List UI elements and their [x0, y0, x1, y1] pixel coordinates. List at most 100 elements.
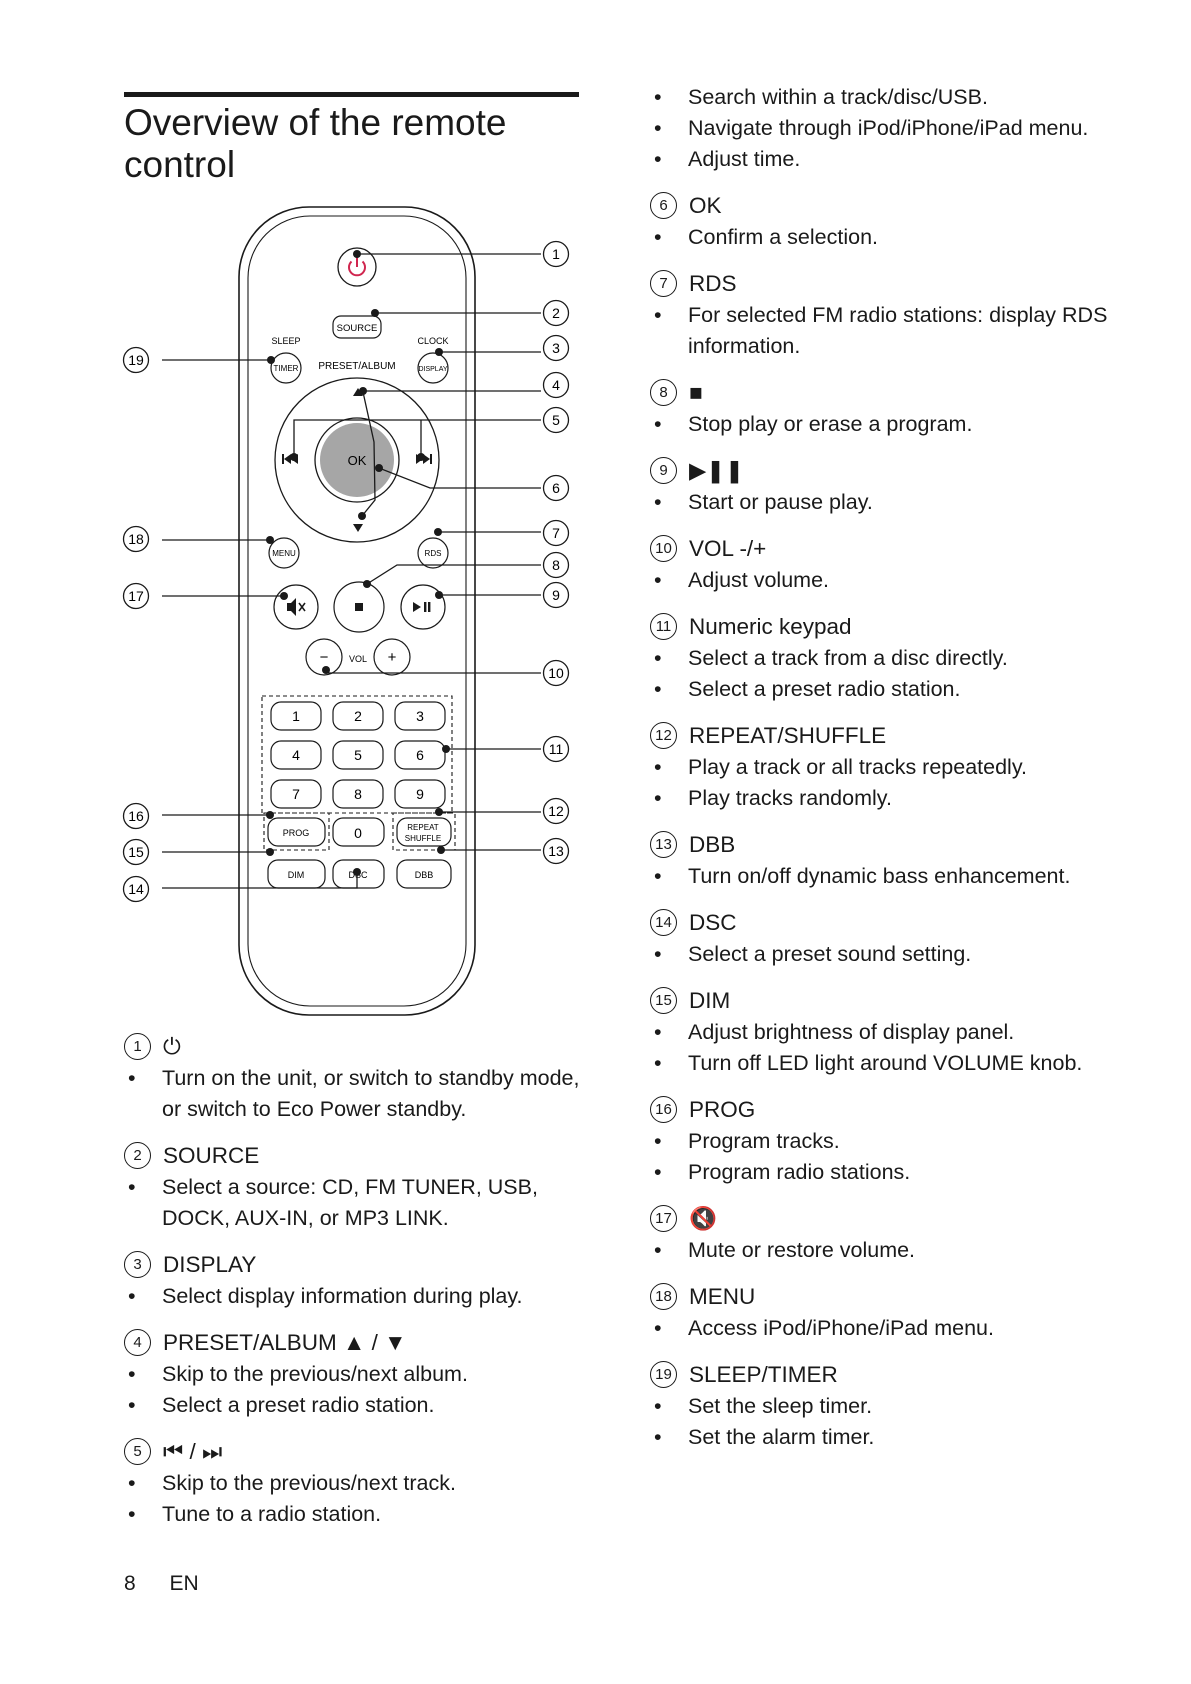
bullet-list: Adjust brightness of display panel.Turn … [650, 1017, 1120, 1079]
bullet-item: For selected FM radio stations: display … [650, 300, 1120, 362]
item-label: SLEEP/TIMER [689, 1362, 838, 1387]
bullet-list: Skip to the previous/next album.Select a… [124, 1359, 594, 1421]
sleep-label: SLEEP [271, 336, 300, 346]
key-5-button[interactable]: 5 [332, 740, 384, 770]
bullet-list: Program tracks.Program radio stations. [650, 1126, 1120, 1188]
dbb-button[interactable]: DBB [396, 859, 452, 889]
rds-button[interactable]: RDS [417, 537, 449, 569]
key-4-button[interactable]: 4 [270, 740, 322, 770]
item-label: OK [689, 193, 722, 218]
svg-text:8: 8 [552, 557, 560, 573]
bullet-item: Turn off LED light around VOLUME knob. [650, 1048, 1120, 1079]
callout-number: 12 [650, 722, 677, 749]
item-17: 17🔇Mute or restore volume. [650, 1202, 1120, 1266]
svg-text:TIMER: TIMER [274, 364, 299, 373]
bullet-item: Select display information during play. [124, 1281, 594, 1312]
vol-label: VOL [349, 654, 367, 664]
item-12: 12 REPEAT/SHUFFLE Play a track or all trac… [650, 719, 1120, 814]
key-6-button[interactable]: 6 [394, 740, 446, 770]
source-button[interactable]: SOURCE [332, 315, 382, 339]
svg-text:1: 1 [292, 708, 300, 724]
svg-text:RDS: RDS [425, 549, 442, 558]
leader-dot [435, 591, 443, 599]
key-2-button[interactable]: 2 [332, 701, 384, 731]
svg-text:DIM: DIM [288, 870, 305, 880]
item-label: ▶❚❚ [689, 458, 745, 483]
menu-button[interactable]: MENU [268, 537, 300, 569]
leader-dot [358, 512, 366, 520]
callout-number: 8 [650, 379, 677, 406]
bullet-item: Navigate through iPod/iPhone/iPad menu. [650, 113, 1120, 144]
bullet-list: Play a track or all tracks repeatedly.Pl… [650, 752, 1120, 814]
clock-label: CLOCK [417, 336, 448, 346]
item-label: DSC [689, 910, 737, 935]
item-heading: 8■ [650, 376, 1120, 409]
callout-number: 10 [650, 535, 677, 562]
key-3-button[interactable]: 3 [394, 701, 446, 731]
leader-line [361, 391, 376, 517]
mute-button[interactable] [273, 584, 319, 630]
svg-text:4: 4 [292, 747, 300, 763]
svg-text:OK: OK [348, 453, 367, 468]
callout-number: 14 [650, 909, 677, 936]
prog-button[interactable]: PROG [267, 817, 326, 847]
bullet-list: Select display information during play. [124, 1281, 594, 1312]
bullet-item: Skip to the previous/next track. [124, 1468, 594, 1499]
callout-label: 3 [542, 334, 570, 362]
sleep-timer-button[interactable]: TIMER [270, 352, 302, 384]
item-label: SOURCE [163, 1143, 260, 1168]
item-label: REPEAT/SHUFFLE [689, 723, 887, 748]
repeat-shuffle-button[interactable]: REPEAT SHUFFLE [396, 817, 452, 847]
key-7-button[interactable]: 7 [270, 779, 322, 809]
bullet-list: Start or pause play. [650, 487, 1120, 518]
callout-number: 17 [650, 1205, 677, 1232]
bullet-item: Select a preset sound setting. [650, 939, 1120, 970]
leader-line [293, 419, 541, 457]
callout-label: 15 [122, 838, 150, 866]
dim-button[interactable]: DIM [267, 859, 326, 889]
bullet-list: Select a preset sound setting. [650, 939, 1120, 970]
item-label: PRESET/ALBUM ▲ / ▼ [163, 1330, 407, 1355]
leader-dot [353, 250, 361, 258]
volume-down-button[interactable]: − [305, 638, 343, 676]
item-label: DIM [689, 988, 731, 1013]
title-rule [124, 92, 579, 97]
preset-down-icon[interactable] [353, 524, 363, 532]
play-pause-icon [413, 602, 431, 612]
svg-text:6: 6 [552, 480, 560, 496]
svg-text:REPEAT: REPEAT [407, 823, 439, 832]
bullet-item: Adjust brightness of display panel. [650, 1017, 1120, 1048]
item-8: 8■Stop play or erase a program. [650, 376, 1120, 440]
svg-text:MENU: MENU [272, 549, 296, 558]
item-label: ⏮ / ⏭ [163, 1439, 223, 1464]
stop-button[interactable] [333, 581, 385, 633]
item-3: 3DISPLAYSelect display information durin… [124, 1248, 594, 1312]
volume-up-button[interactable]: + [373, 638, 411, 676]
leader-dot [434, 528, 442, 536]
key-0-button[interactable]: 0 [332, 817, 385, 847]
svg-text:9: 9 [552, 587, 560, 603]
stop-icon [355, 603, 363, 611]
bullet-item: Select a preset radio station. [124, 1390, 594, 1421]
bullet-item: Search within a track/disc/USB. [650, 82, 1120, 113]
bullet-item: Confirm a selection. [650, 222, 1120, 253]
power-button[interactable] [337, 247, 377, 287]
bullet-list: Adjust volume. [650, 565, 1120, 596]
language-code: EN [169, 1572, 199, 1595]
item-15: 15DIMAdjust brightness of display panel.… [650, 984, 1120, 1079]
key-1-button[interactable]: 1 [270, 701, 322, 731]
svg-text:5: 5 [552, 412, 560, 428]
key-8-button[interactable]: 8 [332, 779, 384, 809]
left-column: 1⏻Turn on the unit, or switch to standby… [124, 1030, 594, 1544]
bullet-list: For selected FM radio stations: display … [650, 300, 1120, 362]
svg-text:3: 3 [552, 340, 560, 356]
ok-button[interactable]: OK [314, 417, 400, 503]
play-pause-button[interactable] [400, 584, 446, 630]
clock-display-button[interactable]: DISPLAY [417, 352, 449, 384]
key-9-button[interactable]: 9 [394, 779, 446, 809]
